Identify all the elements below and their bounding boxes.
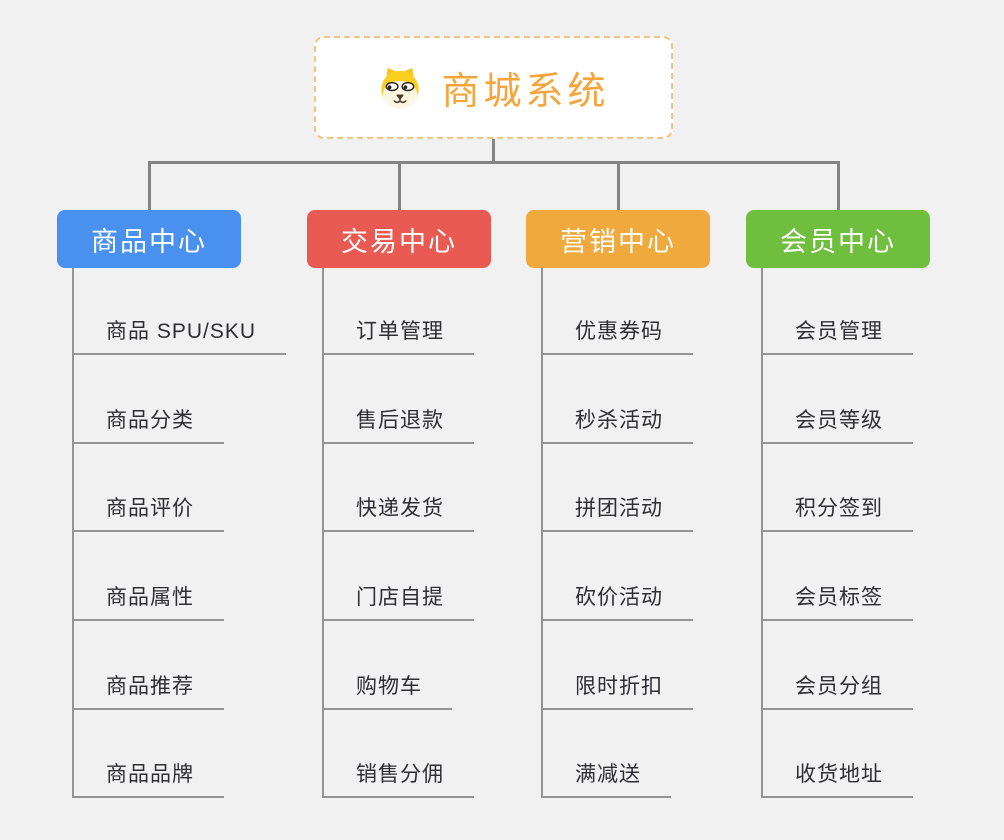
horizontal-rail-line [148,161,840,164]
root-drop-line [492,139,495,164]
leaf-spine-line [541,268,543,798]
leaf-node[interactable]: 商品属性 [72,581,224,621]
leaf-node[interactable]: 快递发货 [322,492,474,532]
leaf-node[interactable]: 满减送 [541,758,671,798]
leaf-node[interactable]: 会员等级 [761,404,913,444]
leaf-node[interactable]: 购物车 [322,670,452,710]
branch-drop-line [398,161,401,210]
branch-drop-line [617,161,620,210]
branch-drop-line [837,161,840,210]
root-title: 商城系统 [441,71,610,113]
leaf-node[interactable]: 收货地址 [761,758,913,798]
leaf-node[interactable]: 商品分类 [72,404,224,444]
leaf-node[interactable]: 会员标签 [761,581,913,621]
leaf-node[interactable]: 限时折扣 [541,670,693,710]
leaf-node[interactable]: 商品 SPU/SKU [72,315,287,355]
dog-face-icon [377,65,423,111]
leaf-spine-line [322,268,324,798]
leaf-node[interactable]: 会员管理 [761,315,913,355]
leaf-node[interactable]: 售后退款 [322,404,474,444]
branch-product-center[interactable]: 商品中心 [57,210,241,268]
root-node[interactable]: 商城系统 [314,36,673,139]
leaf-spine-line [761,268,763,798]
branch-marketing-center[interactable]: 营销中心 [526,210,710,268]
leaf-node[interactable]: 秒杀活动 [541,404,693,444]
leaf-node[interactable]: 门店自提 [322,581,474,621]
leaf-node[interactable]: 订单管理 [322,315,474,355]
leaf-node[interactable]: 商品评价 [72,492,224,532]
branch-member-center[interactable]: 会员中心 [746,210,930,268]
branch-trade-center[interactable]: 交易中心 [307,210,491,268]
leaf-node[interactable]: 砍价活动 [541,581,693,621]
leaf-node[interactable]: 商品品牌 [72,758,224,798]
branch-drop-line [148,161,151,210]
leaf-node[interactable]: 商品推荐 [72,670,224,710]
leaf-node[interactable]: 会员分组 [761,670,913,710]
leaf-node[interactable]: 优惠券码 [541,315,693,355]
leaf-spine-line [72,268,74,798]
leaf-node[interactable]: 积分签到 [761,492,913,532]
leaf-node[interactable]: 拼团活动 [541,492,693,532]
leaf-node[interactable]: 销售分佣 [322,758,474,798]
